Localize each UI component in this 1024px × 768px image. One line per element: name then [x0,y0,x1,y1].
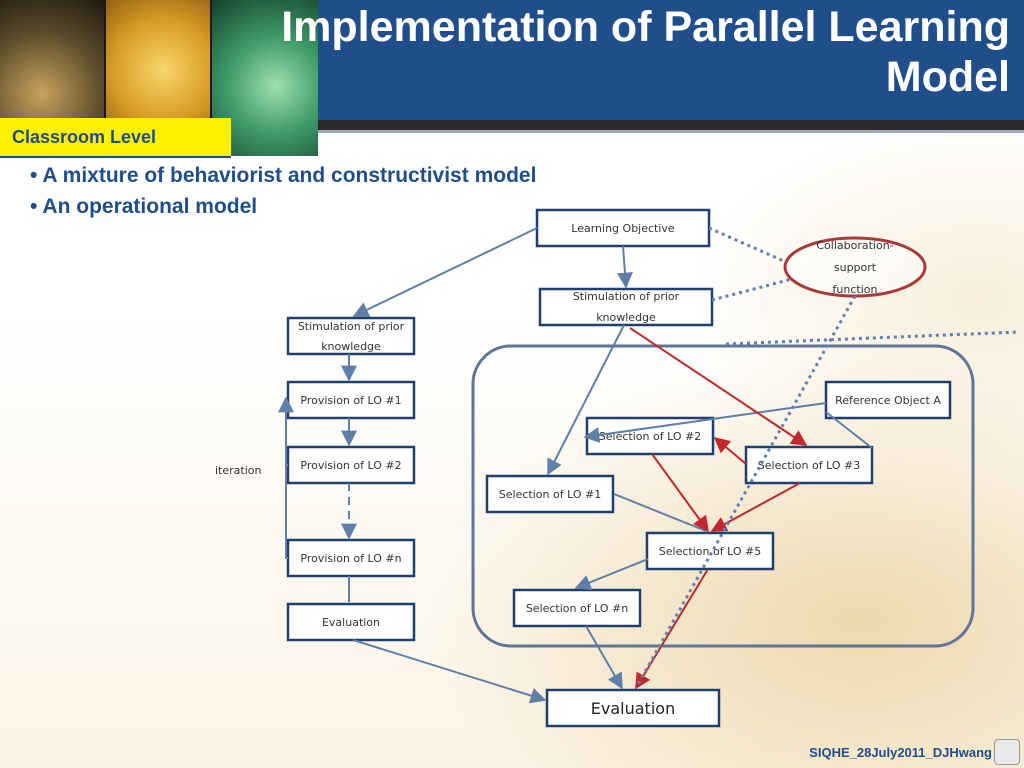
right-stimulation-box: Stimulation of prior knowledge [538,287,714,327]
learning-objective-label: Learning Objective [571,222,675,235]
tag-label: Classroom Level [12,127,157,147]
selection-lo-2-box: Selection of LO #2 [585,416,715,456]
selection-lo-5-label: Selection of LO #5 [659,545,761,558]
classroom-level-tag: Classroom Level [0,118,231,158]
selection-lo-n-label: Selection of LO #n [526,602,628,615]
slide-title-line1: Implementation of Parallel Learning [281,3,1010,51]
selection-lo-3-label: Selection of LO #3 [758,459,860,472]
right-stimulation-line1: Stimulation of prior [573,290,680,303]
right-evaluation-label: Evaluation [591,699,675,718]
iteration-loop-arrow [278,396,294,559]
right-stimulation-line2: knowledge [596,311,656,324]
title-band [318,0,1024,120]
provision-lo-n-label: Provision of LO #n [300,552,401,565]
reference-object-label: Reference Object A [835,394,941,407]
arrow-ref-to-sel2 [583,402,827,443]
line-ref-to-sel3 [825,411,873,449]
selection-container [471,344,975,648]
provision-lo-1-box: Provision of LO #1 [286,380,416,420]
selection-lo-2-label: Selection of LO #2 [599,430,701,443]
dotted-objective-to-collab [708,226,787,264]
arrow-objective-to-right-stim [616,245,633,289]
left-stimulation-line1: Stimulation of prior [298,320,405,333]
collab-line3: function [833,283,878,296]
arrow-left-eval-to-eval [352,639,547,704]
left-stimulation-box: Stimulation of prior knowledge [286,316,416,356]
line-sel1-to-sel5 [613,493,707,532]
collab-line1: Collaboration- [816,239,893,252]
selection-lo-1-label: Selection of LO #1 [499,488,601,501]
provision-lo-n-box: Provision of LO #n [286,538,416,578]
red-arrow-sel3-to-sel5 [710,482,801,532]
red-arrow-stim-to-sel3 [629,327,808,446]
title-stripe [318,120,1024,130]
title-stripe-thin [318,130,1024,133]
left-stimulation-line2: knowledge [321,340,381,353]
right-evaluation-box: Evaluation [545,688,721,728]
reference-object-box: Reference Object A [824,380,952,420]
slide-title-line2: Model [885,53,1010,101]
iteration-label: iteration [215,464,261,477]
collaboration-support-ellipse: Collaboration- support function [783,236,927,298]
left-evaluation-box: Evaluation [286,602,416,642]
selection-lo-3-box: Selection of LO #3 [744,445,874,485]
arrow-stim-to-sel1 [547,324,625,476]
dotted-stim-to-collab [711,277,793,302]
provision-lo-2-box: Provision of LO #2 [286,445,416,485]
dotted-collab-to-eval [634,295,857,689]
bullet-list: A mixture of behaviorist and constructiv… [30,160,536,222]
provision-lo-2-label: Provision of LO #2 [300,459,401,472]
learning-objective-box: Learning Objective [535,208,711,248]
left-evaluation-label: Evaluation [322,616,380,629]
collab-line2: support [834,261,877,274]
red-arrow-sel3-to-sel2 [713,436,747,465]
logo-icon [994,739,1020,765]
red-arrow-sel5-to-eval [635,568,709,690]
arrow-seln-to-eval [585,625,623,690]
footer-credit: SIQHE_28July2011_DJHwang [809,745,992,760]
selection-lo-1-box: Selection of LO #1 [485,474,615,514]
bullet-item: An operational model [30,191,536,222]
selection-lo-5-box: Selection of LO #5 [645,531,775,571]
provision-lo-1-label: Provision of LO #1 [300,394,401,407]
selection-lo-n-box: Selection of LO #n [512,588,642,628]
bullet-item: A mixture of behaviorist and constructiv… [30,160,536,191]
red-arrow-sel2-to-sel5 [651,453,709,533]
arrow-objective-to-left-stim [352,227,538,317]
slide-title: Implementation of Parallel Learning Mode… [110,2,1010,102]
dotted-collab-link [725,330,1019,346]
arrow-sel5-to-seln [574,558,649,591]
